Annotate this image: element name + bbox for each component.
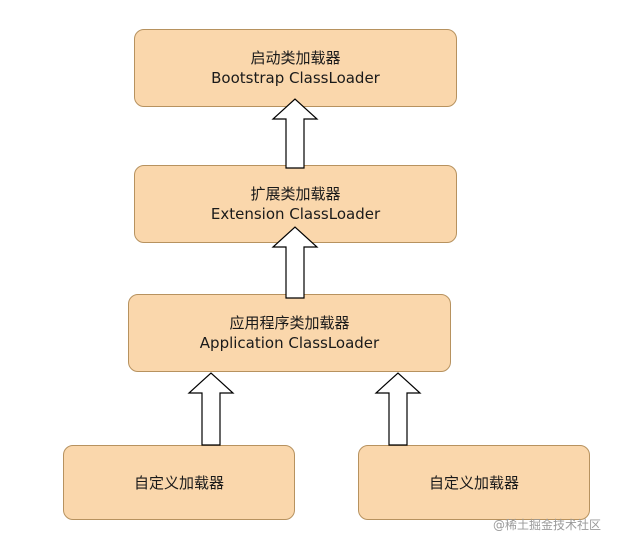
bootstrap-classloader-box: 启动类加载器 Bootstrap ClassLoader [134,29,457,107]
custom-loader-right-label: 自定义加载器 [428,473,519,492]
custom-loader-left-label: 自定义加载器 [133,473,224,492]
arrow-custom-right-to-application [374,372,422,446]
application-en-label: Application ClassLoader [199,334,380,352]
extension-en-label: Extension ClassLoader [210,205,381,223]
application-classloader-box: 应用程序类加载器 Application ClassLoader [128,294,451,372]
watermark-text: @稀土掘金技术社区 [492,518,601,532]
arrow-custom-left-to-application [187,372,235,446]
bootstrap-en-label: Bootstrap ClassLoader [211,69,380,87]
custom-loader-box-left: 自定义加载器 [63,445,295,520]
application-cn-label: 应用程序类加载器 [229,314,350,332]
arrow-extension-to-bootstrap [271,98,319,169]
custom-loader-box-right: 自定义加载器 [358,445,590,520]
extension-cn-label: 扩展类加载器 [250,185,341,203]
arrow-application-to-extension [271,226,319,299]
bootstrap-cn-label: 启动类加载器 [250,49,341,67]
